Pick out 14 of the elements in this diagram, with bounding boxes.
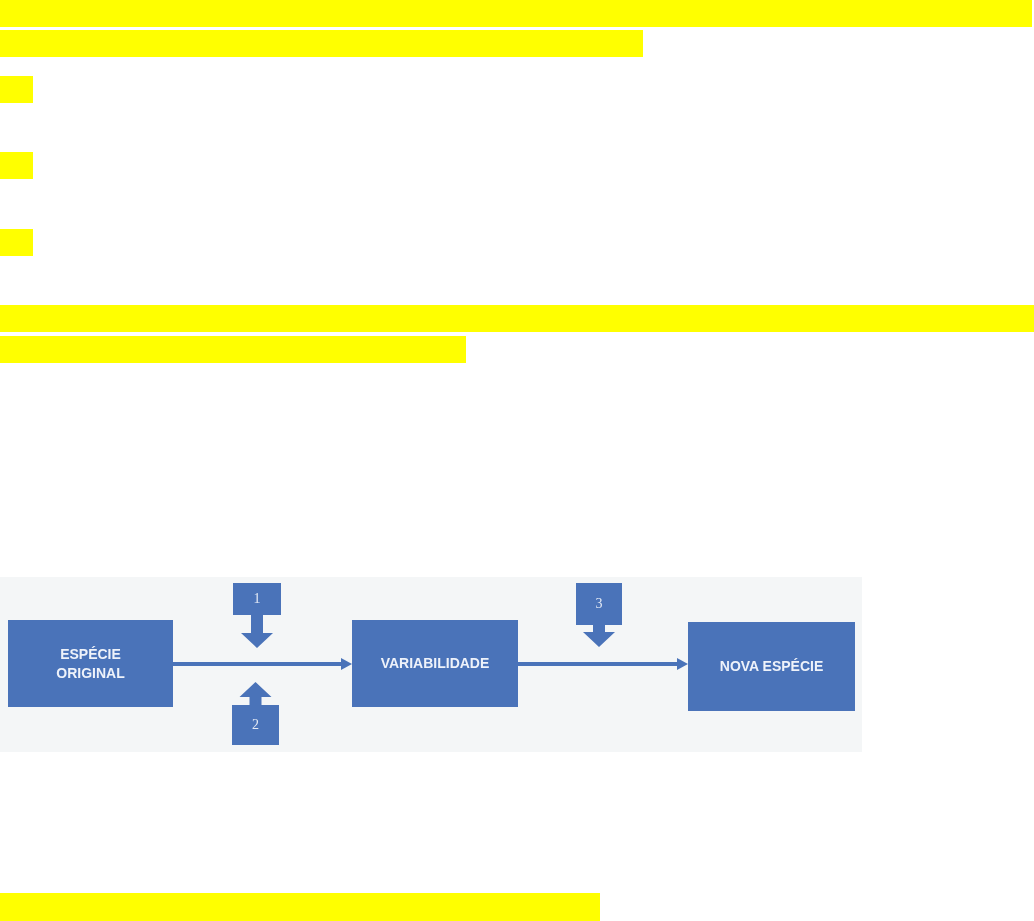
step-number: 3: [595, 595, 603, 613]
step-number: 2: [252, 716, 259, 734]
arrow-callout: [576, 583, 622, 647]
process-box: [352, 620, 518, 707]
process-box: [8, 620, 173, 707]
arrow: [173, 658, 352, 670]
box-label: VARIABILIDADE: [380, 654, 490, 673]
process-box: [688, 622, 855, 711]
arrow: [518, 658, 688, 670]
step-number: 1: [253, 590, 261, 608]
arrow-callout: [233, 583, 281, 648]
box-label: NOVA ESPÉCIE: [719, 657, 824, 676]
arrow-callout: [232, 682, 279, 745]
box-label: ESPÉCIE ORIGINAL: [55, 645, 126, 682]
